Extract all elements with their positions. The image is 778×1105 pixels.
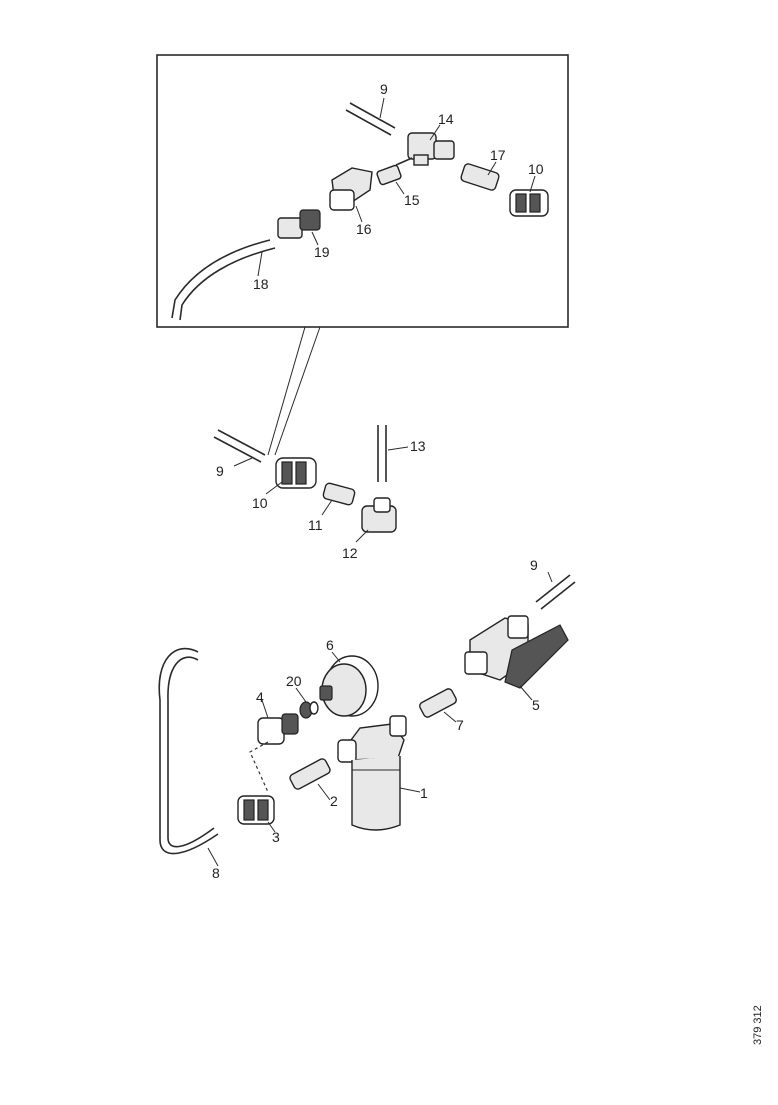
label-15: 15 <box>404 192 420 208</box>
hose-18 <box>171 239 276 321</box>
connector-3 <box>237 795 275 825</box>
callout-line-right <box>274 326 321 456</box>
lower-assembly <box>158 571 576 867</box>
valve-16 <box>329 167 373 211</box>
part-labels: 9 14 17 10 15 16 19 18 13 9 10 11 12 9 6… <box>212 81 544 881</box>
connector-4 <box>257 713 299 745</box>
label-13: 13 <box>410 438 426 454</box>
assembly-dash-line <box>249 741 269 793</box>
fitting-19 <box>277 209 321 239</box>
tee-fitting-14 <box>407 132 455 166</box>
label-8: 8 <box>212 865 220 881</box>
pipe-13 <box>377 425 387 482</box>
inset-frame <box>156 54 569 328</box>
callout-line-left <box>267 326 306 456</box>
label-10-middle: 10 <box>252 495 268 511</box>
label-9-middle: 9 <box>216 463 224 479</box>
hose-8 <box>158 647 219 855</box>
reference-code: 379 312 <box>752 1005 764 1045</box>
label-12: 12 <box>342 545 358 561</box>
label-2: 2 <box>330 793 338 809</box>
label-9-lower: 9 <box>530 557 538 573</box>
elbow-12 <box>361 497 397 533</box>
label-18: 18 <box>253 276 269 292</box>
nipple-2 <box>289 758 331 790</box>
connector-10-middle <box>275 457 317 489</box>
label-1: 1 <box>420 785 428 801</box>
nipple-15 <box>376 157 413 186</box>
label-17: 17 <box>490 147 506 163</box>
label-4: 4 <box>256 689 264 705</box>
label-6: 6 <box>326 637 334 653</box>
gauge-6 <box>319 655 379 717</box>
pipe-9-lower <box>535 574 576 610</box>
label-19: 19 <box>314 244 330 260</box>
connector-10-inset <box>509 189 549 217</box>
label-11: 11 <box>308 517 323 533</box>
nipple-11 <box>322 482 356 506</box>
nipple-7 <box>419 688 457 718</box>
label-9-inset: 9 <box>380 81 388 97</box>
detail-inset <box>156 54 569 456</box>
label-10-inset: 10 <box>528 161 544 177</box>
pipe-9-inset <box>345 102 396 136</box>
middle-assembly <box>213 425 409 543</box>
washer-20 <box>299 701 319 719</box>
nipple-17 <box>460 163 500 191</box>
label-20: 20 <box>286 673 302 689</box>
label-7: 7 <box>456 717 464 733</box>
label-14: 14 <box>438 111 454 127</box>
pipe-9-middle <box>213 429 266 463</box>
label-3: 3 <box>272 829 280 845</box>
label-16: 16 <box>356 221 372 237</box>
filter-1 <box>337 715 407 831</box>
valve-5 <box>464 615 569 689</box>
label-5: 5 <box>532 697 540 713</box>
